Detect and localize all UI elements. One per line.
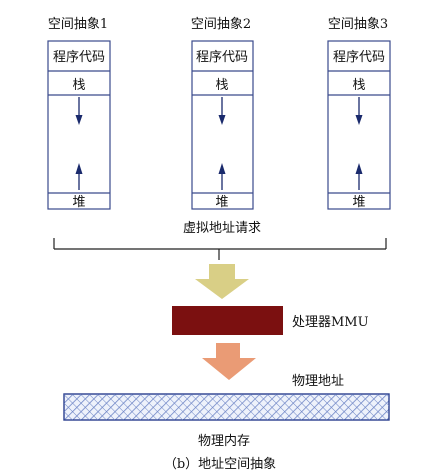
space-title: 空间抽象1 (48, 17, 108, 32)
stack-arrow-head (355, 115, 363, 125)
mmu-block (172, 306, 283, 335)
virtual-request-bracket (53, 238, 387, 260)
address-space-1: 空间抽象1 程序代码 栈 堆 (47, 17, 111, 210)
upper-flow-arrow (195, 264, 249, 299)
stack-label: 栈 (352, 78, 365, 93)
stack-label: 栈 (72, 78, 85, 93)
heap-arrow-head (218, 163, 226, 174)
lower-flow-arrow (202, 343, 256, 380)
heap-label: 堆 (352, 195, 365, 210)
heap-arrow-head (75, 163, 83, 174)
space-title: 空间抽象3 (328, 17, 388, 32)
heap-label: 堆 (215, 195, 228, 210)
stack-arrow-head (75, 115, 83, 125)
virtual-request-label: 虚拟地址请求 (183, 221, 261, 236)
stack-arrow-head (218, 115, 226, 125)
address-space-3: 空间抽象3 程序代码 栈 堆 (327, 17, 391, 210)
physical-memory-label: 物理内存 (198, 433, 250, 449)
address-space-2: 空间抽象2 程序代码 栈 堆 (191, 17, 254, 210)
code-segment-label: 程序代码 (333, 50, 385, 65)
figure-caption: （b）地址空间抽象 (164, 457, 276, 472)
physical-memory-crosshatch (64, 394, 389, 420)
heap-label: 堆 (72, 195, 85, 210)
space-title: 空间抽象2 (191, 17, 251, 32)
code-segment-label: 程序代码 (196, 50, 248, 65)
stack-label: 栈 (215, 78, 228, 93)
code-segment-label: 程序代码 (53, 50, 105, 65)
mmu-label: 处理器MMU (292, 315, 369, 330)
heap-arrow-head (355, 163, 363, 174)
physical-address-label: 物理地址 (292, 374, 344, 389)
